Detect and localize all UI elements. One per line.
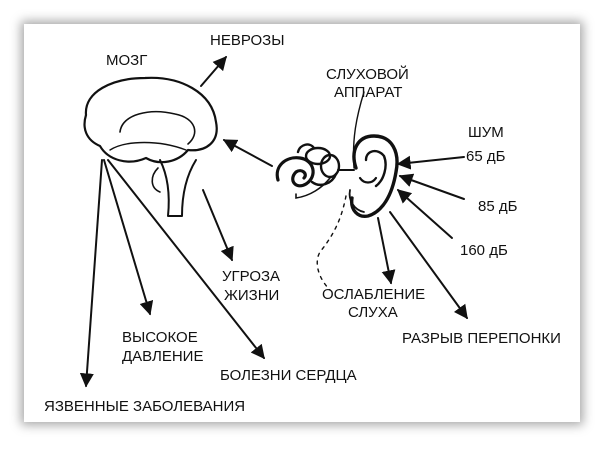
label-brain: МОЗГ (106, 52, 148, 69)
arrow-to-threat (202, 189, 234, 262)
arrow-to-heart (107, 159, 265, 360)
diagram-card (24, 24, 580, 422)
arrow-to-high-pressure (103, 159, 154, 316)
label-hearing-line2: АППАРАТ (334, 84, 403, 101)
brain-illustration (83, 76, 218, 217)
inner-ear-illustration (275, 143, 355, 199)
label-65db: 65 дБ (466, 148, 506, 165)
arrow-65db (396, 155, 465, 170)
label-eardrum: РАЗРЫВ ПЕРЕПОНКИ (402, 330, 561, 347)
label-hearing-line1: СЛУХОВОЙ (326, 66, 409, 83)
label-160db: 160 дБ (460, 242, 508, 259)
label-neuroses: НЕВРОЗЫ (210, 32, 285, 49)
label-ulcers: ЯЗВЕННЫЕ ЗАБОЛЕВАНИЯ (44, 398, 246, 415)
label-high-pressure-line1: ВЫСОКОЕ (122, 329, 198, 346)
label-noise: ШУМ (468, 124, 504, 141)
arrow-to-ulcers (79, 159, 103, 388)
arrow-ear-to-brain (222, 139, 273, 167)
label-heart: БОЛЕЗНИ СЕРДЦА (220, 367, 357, 384)
label-threat-line2: ЖИЗНИ (224, 287, 280, 304)
label-85db: 85 дБ (478, 198, 518, 215)
head-contour (316, 195, 347, 291)
label-hearing-loss-line2: СЛУХА (348, 304, 398, 321)
label-high-pressure-line2: ДАВЛЕНИЕ (122, 348, 204, 365)
arrow-to-eardrum (389, 211, 468, 320)
arrow-to-hearing-loss (377, 217, 396, 285)
label-hearing-loss-line1: ОСЛАБЛЕНИЕ (322, 286, 426, 303)
arrow-160db (396, 189, 453, 239)
arrow-to-neuroses (200, 55, 227, 87)
diagram-arrows (79, 55, 468, 388)
arrow-85db (398, 173, 465, 200)
label-threat-line1: УГРОЗА (222, 268, 281, 285)
outer-ear-illustration (348, 91, 399, 218)
